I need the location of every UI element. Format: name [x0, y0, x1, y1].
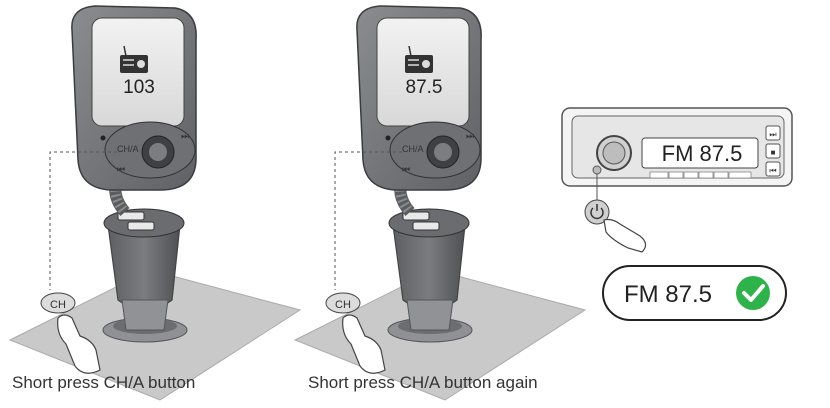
- prev-button[interactable]: [765, 161, 781, 177]
- radio-display-text: FM 87.5: [662, 141, 743, 166]
- result-pill: [602, 265, 787, 321]
- panel-1-transmitter: 103 CH/A ⏭ ⏮ CH: [8, 5, 302, 401]
- usb-port-1: [117, 211, 145, 221]
- checkmark-tick: [742, 284, 765, 302]
- volume-knob-inner: [602, 141, 626, 165]
- ch-button-label: CH: [335, 299, 351, 311]
- stop-button-icon: ■: [771, 148, 776, 157]
- ch-button-callout[interactable]: [325, 292, 361, 314]
- gooseneck-ribs: [395, 173, 414, 216]
- plug-tip: [121, 299, 169, 331]
- mic-hole: [385, 135, 391, 141]
- next-button-icon: ⏭: [769, 130, 776, 139]
- radio-lcd: [641, 137, 759, 169]
- radio-icon: [120, 45, 148, 73]
- gooseneck-ribs: [110, 173, 129, 216]
- display-value: 87.5: [406, 77, 443, 98]
- usb-port-2: [127, 221, 155, 231]
- result-text: FM 87.5: [624, 281, 712, 308]
- plug-tip: [406, 299, 454, 331]
- result-badge: FM 87.5: [602, 265, 787, 321]
- mic-hole: [100, 135, 106, 141]
- stop-button[interactable]: [765, 143, 781, 159]
- power-icon: [590, 204, 604, 220]
- next-button[interactable]: [765, 125, 781, 141]
- ch-a-label: CH/A: [402, 144, 424, 154]
- hand-icon: [603, 218, 647, 253]
- checkmark-icon: [736, 276, 770, 310]
- hand-icon: [342, 314, 386, 374]
- plug-body: [392, 224, 466, 311]
- power-indicator: [592, 165, 602, 175]
- next-track-icon: ⏭: [181, 131, 189, 141]
- ch-a-label: CH/A: [117, 144, 139, 154]
- ch-button-callout[interactable]: [40, 292, 76, 314]
- guide-line: [334, 151, 402, 290]
- radio-icon: [405, 45, 433, 73]
- ch-button-label: CH: [50, 299, 66, 311]
- caption-1: Short press CH/A button: [12, 373, 195, 392]
- preset-buttons[interactable]: [649, 171, 752, 179]
- power-button[interactable]: [584, 199, 610, 225]
- hand-icon: [57, 314, 101, 374]
- prev-track-icon: ⏮: [117, 164, 125, 174]
- guide-line: [49, 151, 117, 290]
- usb-port-1: [402, 211, 430, 221]
- usb-port-2: [412, 221, 440, 231]
- prev-button-icon: ⏮: [769, 166, 776, 175]
- display-value: 103: [123, 77, 155, 98]
- plug-body: [107, 224, 181, 311]
- prev-track-icon: ⏮: [402, 164, 410, 174]
- car-radio: FM 87.5 ⏭ ■ ⏮: [561, 107, 793, 253]
- knob-center: [434, 143, 452, 161]
- next-track-icon: ⏭: [466, 131, 474, 141]
- panel-2-transmitter: 87.5 CH/A ⏭ ⏮ CH: [293, 5, 587, 401]
- caption-2: Short press CH/A button again: [308, 373, 538, 392]
- knob-center: [149, 143, 167, 161]
